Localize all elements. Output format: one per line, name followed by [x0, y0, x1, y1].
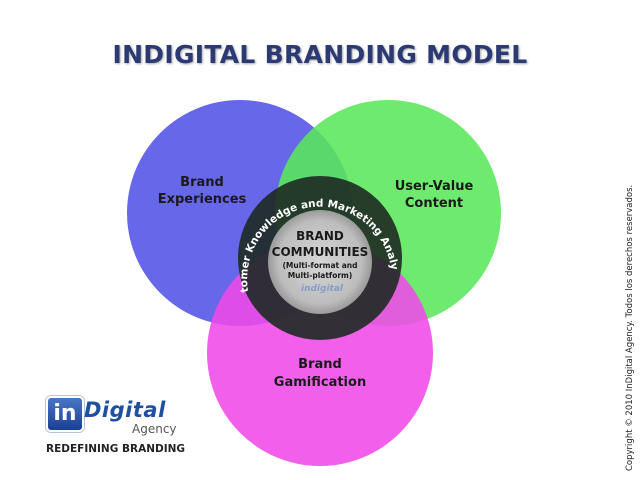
- brand-experiences-label-line2: Experiences: [158, 192, 247, 207]
- logo-agency-text: Agency: [132, 422, 177, 436]
- copyright-notice: Copyright © 2010 InDigital Agency. Todos…: [625, 184, 635, 471]
- user-value-content-label-line1: User-Value: [395, 179, 474, 194]
- logo-in-badge: in: [46, 396, 84, 432]
- center-watermark: indigital: [301, 284, 344, 294]
- brand-gamification-label-line2: Gamification: [274, 375, 366, 390]
- logo-digital-text: Digital: [84, 398, 166, 422]
- page-title: INDIGITAL BRANDING MODEL: [112, 40, 528, 69]
- brand-experiences-label-line1: Brand: [180, 175, 224, 190]
- brand-communities-core: [268, 210, 372, 314]
- indigital-logo: in Digital Agency: [46, 396, 186, 456]
- brand-communities-line2: COMMUNITIES: [272, 245, 369, 259]
- brand-gamification-label-line1: Brand: [298, 357, 342, 372]
- brand-communities-sub1: (Multi-format and: [282, 261, 357, 270]
- brand-communities-sub2: Multi-platform): [288, 271, 353, 280]
- user-value-content-label-line2: Content: [405, 196, 463, 211]
- brand-communities-line1: BRAND: [296, 229, 344, 243]
- tagline: REDEFINING BRANDING: [46, 443, 186, 455]
